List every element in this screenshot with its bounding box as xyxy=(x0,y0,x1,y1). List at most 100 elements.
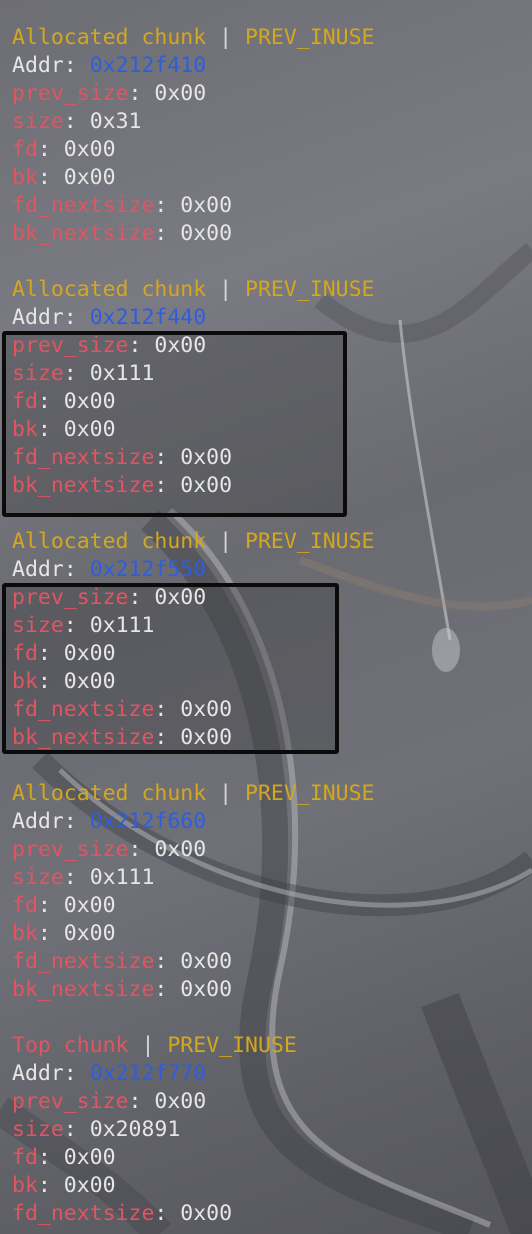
field-value: 0x00 xyxy=(63,893,116,918)
field-name: fd xyxy=(12,389,38,414)
field-bk-nextsize: bk_nextsize: 0x00 xyxy=(12,220,527,248)
field-name: fd xyxy=(12,1145,38,1170)
chunk-address: 0x212f550 xyxy=(89,557,207,582)
field-value: 0x00 xyxy=(180,977,233,1002)
field-name: bk_nextsize xyxy=(12,473,155,498)
field-name: size xyxy=(12,613,64,638)
field-value: 0x111 xyxy=(89,361,155,386)
field-bk-nextsize: bk_nextsize: 0x00 xyxy=(12,472,527,500)
chunk-address: 0x212f410 xyxy=(89,53,207,78)
chunk-flag: PREV_INUSE xyxy=(245,25,375,50)
colon: : xyxy=(63,361,77,386)
colon: : xyxy=(37,389,51,414)
field-name: fd_nextsize xyxy=(12,193,155,218)
field-name: bk xyxy=(12,165,38,190)
colon: : xyxy=(37,165,51,190)
addr-line: Addr: 0x212f440 xyxy=(12,304,527,332)
chunk-header: Top chunk | PREV_INUSE xyxy=(12,1032,527,1060)
field-name: size xyxy=(12,1117,64,1142)
addr-label: Addr xyxy=(12,809,64,834)
chunk-title: Allocated chunk xyxy=(12,25,207,50)
separator: | xyxy=(219,529,233,554)
chunk-header: Allocated chunk | PREV_INUSE xyxy=(12,276,527,304)
field-prev-size: prev_size: 0x00 xyxy=(12,1088,527,1116)
field-fd-nextsize: fd_nextsize: 0x00 xyxy=(12,948,527,976)
field-name: fd_nextsize xyxy=(12,445,155,470)
field-name: fd xyxy=(12,893,38,918)
colon: : xyxy=(63,1117,77,1142)
colon: : xyxy=(128,585,142,610)
colon: : xyxy=(37,1145,51,1170)
field-size: size: 0x111 xyxy=(12,612,527,640)
colon: : xyxy=(154,697,168,722)
field-value: 0x00 xyxy=(63,137,116,162)
field-name: prev_size xyxy=(12,837,129,862)
colon: : xyxy=(37,417,51,442)
field-fd-nextsize: fd_nextsize: 0x00 xyxy=(12,1200,527,1228)
field-fd-nextsize: fd_nextsize: 0x00 xyxy=(12,192,527,220)
field-name: fd xyxy=(12,641,38,666)
colon: : xyxy=(154,445,168,470)
field-value: 0x00 xyxy=(180,221,233,246)
field-value: 0x00 xyxy=(154,333,207,358)
field-name: prev_size xyxy=(12,81,129,106)
colon: : xyxy=(37,669,51,694)
field-fd: fd: 0x00 xyxy=(12,640,527,668)
separator: | xyxy=(219,781,233,806)
field-fd: fd: 0x00 xyxy=(12,388,527,416)
field-name: bk xyxy=(12,417,38,442)
field-name: size xyxy=(12,361,64,386)
field-prev-size: prev_size: 0x00 xyxy=(12,836,527,864)
chunk-title: Allocated chunk xyxy=(12,277,207,302)
field-name: size xyxy=(12,865,64,890)
addr-line: Addr: 0x212f660 xyxy=(12,808,527,836)
field-value: 0x00 xyxy=(154,1089,207,1114)
chunk-title: Allocated chunk xyxy=(12,781,207,806)
chunk-title: Allocated chunk xyxy=(12,529,207,554)
separator: | xyxy=(219,25,233,50)
field-size: size: 0x20891 xyxy=(12,1116,527,1144)
field-name: prev_size xyxy=(12,1089,129,1114)
field-prev-size: prev_size: 0x00 xyxy=(12,584,527,612)
colon: : xyxy=(63,53,77,78)
chunk-header: Allocated chunk | PREV_INUSE xyxy=(12,24,527,52)
colon: : xyxy=(128,1089,142,1114)
colon: : xyxy=(63,557,77,582)
field-value: 0x00 xyxy=(180,445,233,470)
separator: | xyxy=(141,1033,155,1058)
addr-line: Addr: 0x212f410 xyxy=(12,52,527,80)
field-value: 0x31 xyxy=(89,109,142,134)
colon: : xyxy=(63,1061,77,1086)
field-value: 0x00 xyxy=(180,725,233,750)
field-value: 0x00 xyxy=(63,921,116,946)
field-bk: bk: 0x00 xyxy=(12,1172,527,1200)
field-size: size: 0x111 xyxy=(12,864,527,892)
colon: : xyxy=(128,837,142,862)
field-value: 0x00 xyxy=(180,949,233,974)
field-value: 0x00 xyxy=(154,81,207,106)
chunk-address: 0x212f770 xyxy=(89,1061,207,1086)
colon: : xyxy=(63,809,77,834)
field-bk: bk: 0x00 xyxy=(12,164,527,192)
field-fd: fd: 0x00 xyxy=(12,1144,527,1172)
colon: : xyxy=(63,305,77,330)
colon: : xyxy=(63,613,77,638)
blank-line xyxy=(12,500,527,528)
field-value: 0x00 xyxy=(180,1201,233,1226)
colon: : xyxy=(37,893,51,918)
addr-line: Addr: 0x212f770 xyxy=(12,1060,527,1088)
field-bk: bk: 0x00 xyxy=(12,920,527,948)
field-name: bk xyxy=(12,921,38,946)
field-name: bk xyxy=(12,1173,38,1198)
separator: | xyxy=(219,277,233,302)
field-value: 0x00 xyxy=(63,389,116,414)
field-name: fd xyxy=(12,137,38,162)
field-name: fd_nextsize xyxy=(12,1201,155,1226)
colon: : xyxy=(154,977,168,1002)
colon: : xyxy=(63,865,77,890)
colon: : xyxy=(154,949,168,974)
field-value: 0x00 xyxy=(63,669,116,694)
blank-line xyxy=(12,752,527,780)
field-fd: fd: 0x00 xyxy=(12,892,527,920)
field-size: size: 0x111 xyxy=(12,360,527,388)
